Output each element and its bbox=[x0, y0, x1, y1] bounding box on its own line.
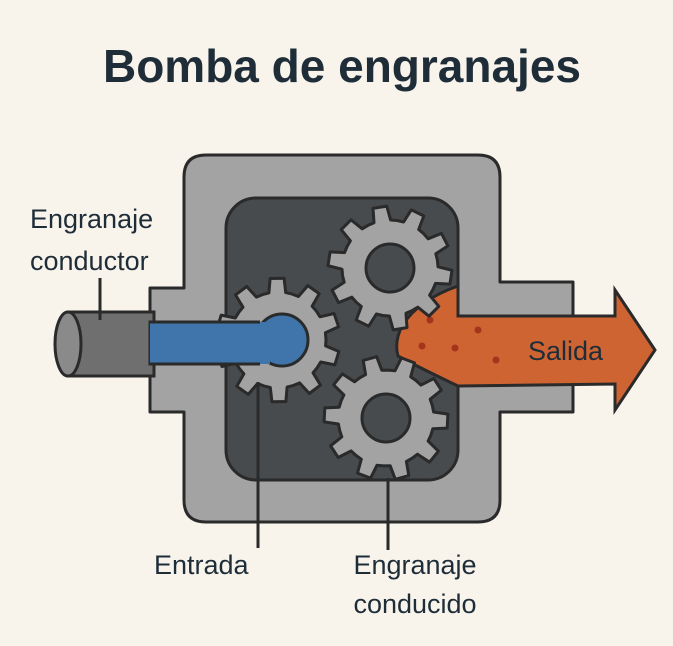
inlet-passage bbox=[150, 322, 270, 364]
label-drive-gear-line2: conductor bbox=[30, 246, 149, 276]
label-drive-gear-line1: Engranaje bbox=[30, 204, 153, 234]
label-inlet: Entrada bbox=[154, 550, 250, 580]
outlet-fluid-particles bbox=[418, 316, 500, 364]
fluid-particle bbox=[492, 356, 500, 364]
gear-hub-lower bbox=[360, 392, 412, 444]
drive-shaft bbox=[53, 310, 156, 378]
label-driven-gear-line1: Engranaje bbox=[353, 550, 476, 580]
fluid-particle bbox=[451, 344, 459, 352]
shaft-end bbox=[53, 310, 83, 378]
diagram-title: Bomba de engranajes bbox=[103, 40, 581, 92]
label-driven-gear-line2: conducido bbox=[353, 589, 476, 619]
label-outlet: Salida bbox=[528, 336, 604, 366]
driven-gear-lower bbox=[322, 355, 450, 481]
gear-hub-upper bbox=[364, 242, 416, 294]
fluid-particle bbox=[426, 316, 434, 324]
fluid-particle bbox=[418, 342, 426, 350]
fluid-particle bbox=[474, 326, 482, 334]
drive-gear bbox=[150, 276, 341, 404]
driven-gear-upper bbox=[326, 204, 454, 332]
